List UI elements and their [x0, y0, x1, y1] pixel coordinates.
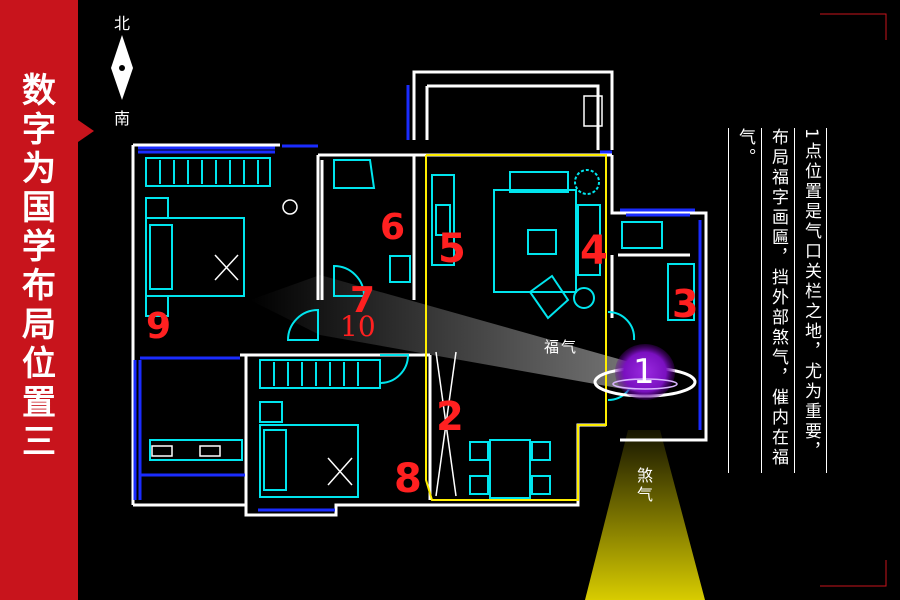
- room-number-4: 4: [580, 228, 608, 274]
- room-number-1: 1: [633, 352, 655, 392]
- title-char: 数: [22, 71, 56, 111]
- title-char: 国: [22, 188, 56, 228]
- sidebar: 数 字 为 国 学 布 局 位 置 三: [0, 0, 78, 600]
- column-rule: [826, 128, 827, 473]
- windows: [133, 85, 702, 512]
- column-rule: [728, 128, 729, 473]
- column-rule: [761, 128, 762, 473]
- room-number-6: 6: [380, 207, 406, 248]
- title-char: 布: [22, 266, 56, 306]
- frame-corner: [820, 13, 887, 587]
- sidebar-title: 数 字 为 国 学 布 局 位 置 三: [14, 72, 64, 462]
- description-paragraph: 1点位置是气口关栏之地，尤为重要，布局福字画匾，挡外部煞气，催内在福气。: [735, 128, 821, 468]
- living-room-outline: [425, 154, 607, 501]
- description-text: 1点位置是气口关栏之地，尤为重要，布局福字画匾，挡外部煞气，催内在福气。: [728, 128, 827, 473]
- title-char: 局: [22, 305, 56, 345]
- marker-ring-inner: [612, 378, 678, 390]
- column-rule: [794, 128, 795, 473]
- room-number-3: 3: [672, 282, 699, 326]
- title-char: 置: [22, 383, 56, 423]
- sha-qi-label: 煞气: [636, 466, 653, 504]
- fortune-light-beam: [250, 275, 640, 392]
- room-number-8: 8: [394, 456, 422, 502]
- compass-center: [119, 65, 125, 71]
- title-char: 位: [22, 344, 56, 384]
- furniture: [145, 157, 695, 499]
- qi-entrance-marker: [615, 344, 675, 400]
- room-number-5: 5: [438, 226, 466, 272]
- sha-qi-beam: [585, 430, 705, 600]
- decor: [151, 95, 603, 486]
- title-char: 字: [22, 110, 56, 150]
- fortune-qi-label: 福气: [544, 338, 579, 356]
- walls: [131, 70, 708, 517]
- title-char: 为: [22, 149, 56, 189]
- plant-icon: [574, 169, 600, 195]
- room-number-7: 7: [350, 280, 376, 321]
- title-char: 学: [22, 227, 56, 267]
- room-number-2: 2: [436, 394, 464, 440]
- sliding-door: [435, 351, 457, 497]
- room-number-10: 10: [340, 310, 376, 343]
- north-label: 北: [114, 14, 131, 33]
- section-number: 三: [22, 422, 56, 462]
- south-label: 南: [114, 109, 131, 128]
- compass: [111, 35, 133, 100]
- room-number-9: 9: [146, 306, 172, 347]
- sidebar-arrow: [78, 120, 94, 142]
